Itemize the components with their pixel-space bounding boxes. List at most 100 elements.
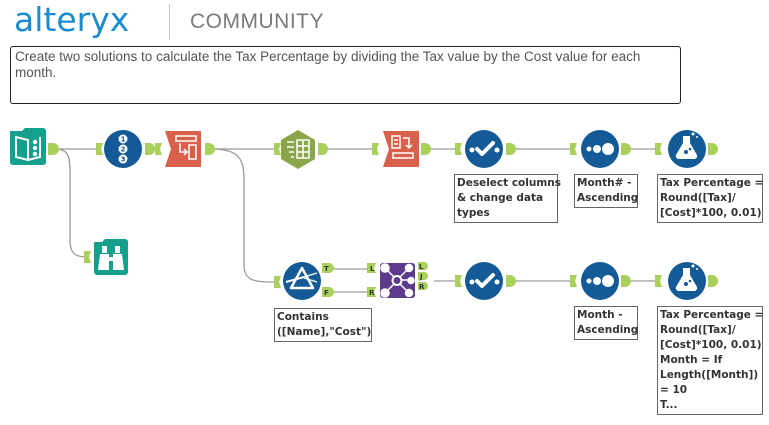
- input-anchor: [455, 275, 462, 287]
- annotation-sort-bottom: Month - Ascending: [574, 306, 638, 340]
- tool-record-id[interactable]: 1 2 3: [96, 130, 155, 168]
- task-text: Create two solutions to calculate the Ta…: [15, 49, 641, 80]
- tool-select-bottom[interactable]: [455, 262, 516, 300]
- annotation-line: Tax Percentage =: [660, 309, 764, 321]
- annotation-line: Contains: [277, 311, 329, 323]
- anchor-false: [322, 287, 334, 297]
- tool-formula-top[interactable]: [655, 130, 718, 168]
- binoculars-icon: [98, 246, 124, 270]
- select-check-icon: [469, 273, 500, 288]
- annotation-line: Round([Tax]/: [660, 192, 736, 204]
- tool-cross-tab[interactable]: [274, 130, 328, 169]
- tool-input[interactable]: [10, 128, 59, 165]
- header-divider: [169, 4, 170, 40]
- dynamic-rename-icon: [391, 135, 414, 159]
- transpose-icon: [175, 135, 197, 160]
- task-comment-box[interactable]: Create two solutions to calculate the Ta…: [10, 46, 681, 104]
- tool-join[interactable]: L R L J R: [367, 262, 428, 298]
- annotation-sort-top: Month# - Ascending: [574, 174, 638, 208]
- formula-flask-icon: [675, 132, 698, 160]
- annotation-line: Round([Tax]/: [660, 324, 736, 336]
- anchor-false-label: F: [324, 289, 329, 297]
- anchor-true-label: T: [324, 265, 329, 273]
- output-anchor: [145, 143, 155, 155]
- tool-formula-bottom[interactable]: [655, 262, 718, 300]
- annotation-line: Ascending: [577, 324, 639, 336]
- tool-sort-bottom[interactable]: [570, 262, 631, 300]
- tool-browse[interactable]: [84, 239, 128, 275]
- annotation-line: Deselect columns: [457, 177, 562, 189]
- tool-dynamic-rename[interactable]: [372, 131, 431, 167]
- input-anchor: [655, 275, 662, 287]
- svg-text:1: 1: [121, 136, 126, 144]
- input-anchor: [96, 143, 103, 155]
- output-anchor: [708, 143, 718, 155]
- tool-filter[interactable]: T F: [274, 262, 334, 300]
- annotation-line: Month# -: [577, 177, 632, 189]
- input-anchor: [155, 143, 162, 155]
- svg-text:3: 3: [121, 156, 126, 164]
- annotation-line: T...: [660, 399, 678, 411]
- annotation-line: & change data: [457, 192, 544, 204]
- select-check-icon: [469, 141, 500, 156]
- input-anchor: [274, 143, 281, 155]
- annotation-line: Month = If: [660, 354, 723, 366]
- tool-sort-top[interactable]: [570, 130, 631, 168]
- input-anchor: [84, 251, 91, 263]
- annotation-line: Ascending: [577, 192, 639, 204]
- annotation-line: types: [457, 207, 490, 219]
- output-anchor: [506, 275, 516, 287]
- input-anchor: [274, 276, 281, 288]
- output-anchor: [621, 275, 631, 287]
- output-anchor: [506, 143, 516, 155]
- output-anchor: [621, 143, 631, 155]
- sort-dots-icon: [586, 143, 614, 155]
- join-out-left-label: L: [419, 263, 424, 271]
- book-input-icon: [15, 135, 41, 162]
- input-anchor: [455, 143, 462, 155]
- anchor-left-out: [418, 262, 428, 270]
- connections: [55, 148, 658, 293]
- join-in-right-label: R: [369, 289, 375, 297]
- annotation-formula-bottom: Tax Percentage = Round([Tax]/ [Cost]*100…: [657, 306, 763, 415]
- anchor-right-in: [367, 287, 376, 297]
- anchor-true: [322, 263, 334, 273]
- annotation-line: [Cost]*100, 0.01): [660, 207, 762, 219]
- alteryx-logo: alteryx: [14, 0, 130, 39]
- numbered-list-icon: 1 2 3: [118, 134, 128, 164]
- annotation-line: [Cost]*100, 0.01): [660, 339, 762, 351]
- anchor-left-in: [367, 263, 376, 273]
- svg-text:2: 2: [121, 146, 126, 154]
- input-anchor: [570, 143, 577, 155]
- input-anchor: [570, 275, 577, 287]
- tool-transpose[interactable]: [155, 131, 215, 167]
- annotation-filter: Contains ([Name],"Cost"): [274, 308, 372, 342]
- output-anchor: [708, 275, 718, 287]
- annotation-select-top: Deselect columns & change data types: [454, 174, 562, 223]
- connection-transpose-filter[interactable]: [211, 148, 279, 283]
- join-in-left-label: L: [370, 265, 375, 273]
- anchor-join-out: [418, 272, 428, 280]
- join-out-right-label: R: [419, 283, 425, 291]
- connection-input-browse[interactable]: [55, 148, 89, 258]
- annotation-line: = 10: [660, 384, 688, 396]
- annotation-line: Tax Percentage =: [660, 177, 764, 189]
- output-anchor: [205, 143, 215, 155]
- filter-prism-icon: [285, 266, 318, 290]
- anchor-right-out: [418, 282, 428, 290]
- tool-select-top[interactable]: [455, 130, 516, 168]
- output-anchor: [318, 143, 328, 155]
- crosstab-icon: [287, 139, 310, 159]
- annotation-formula-top: Tax Percentage = Round([Tax]/ [Cost]*100…: [657, 174, 763, 223]
- annotation-line: ([Name],"Cost"): [277, 326, 372, 338]
- formula-flask-icon: [675, 264, 698, 292]
- input-anchor: [655, 143, 662, 155]
- output-anchor: [421, 143, 431, 155]
- output-anchor: [48, 143, 59, 155]
- input-anchor: [372, 143, 379, 155]
- annotation-line: Length([Month]): [660, 369, 759, 381]
- join-hub-icon: [380, 263, 415, 298]
- annotation-line: Month -: [577, 309, 623, 321]
- community-label: COMMUNITY: [190, 10, 324, 33]
